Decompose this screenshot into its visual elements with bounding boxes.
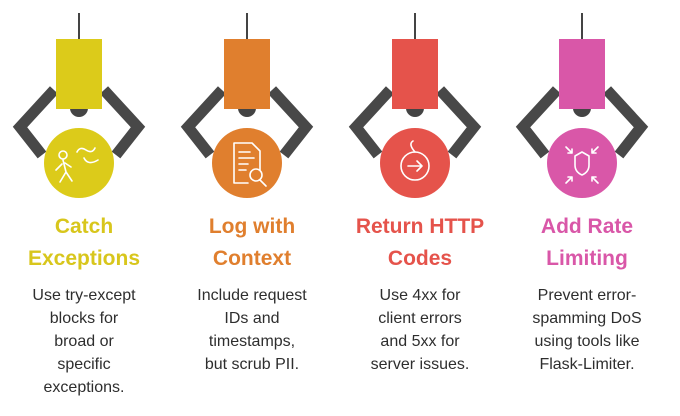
claw-right-arm — [267, 86, 314, 159]
step-description-line: broad or — [54, 333, 114, 350]
step-description-line: Include request — [197, 287, 307, 304]
step-description-line: server issues. — [370, 356, 470, 373]
claw-graphic — [180, 13, 314, 198]
claw-joint — [573, 108, 591, 117]
step-description-line: spamming DoS — [532, 310, 642, 327]
step-title-line: Context — [212, 247, 292, 270]
step-description-line: Flask-Limiter. — [539, 356, 635, 373]
step-description-line: but scrub PII. — [204, 356, 300, 373]
step-column-4: Add Rate Limiting Prevent error-spamming… — [503, 0, 671, 416]
claw-joint — [238, 108, 256, 117]
step-column-1: Catch Exceptions Use try-except blocks fo… — [0, 0, 168, 416]
icon-circle — [547, 128, 617, 198]
step-title: Catch Exceptions — [0, 211, 168, 275]
claw-body — [224, 39, 270, 109]
step-description: Prevent error-spamming DoS using tools li… — [503, 284, 671, 376]
claw-body — [392, 39, 438, 109]
step-description-line: blocks for — [49, 310, 119, 327]
claw-graphic — [348, 13, 482, 198]
step-description: Use 4xx for client errors and 5xx for serve… — [336, 284, 504, 376]
claw-joint — [70, 108, 88, 117]
step-description: Use try-except blocks for broad or specific… — [0, 284, 168, 399]
claw-right-arm — [602, 86, 649, 159]
step-title-line: Log with — [208, 215, 296, 238]
icon-circle — [44, 128, 114, 198]
step-title-line: Limiting — [546, 247, 628, 270]
step-title-line: Return HTTP — [355, 215, 485, 238]
claw-body — [56, 39, 102, 109]
claw-left-arm — [180, 86, 227, 159]
claw-graphic — [515, 13, 649, 198]
claw-left-arm — [515, 86, 562, 159]
step-description-line: Prevent error- — [537, 287, 637, 304]
step-column-3: Return HTTP Codes Use 4xx for client erro… — [336, 0, 504, 416]
shield-limit-icon — [565, 146, 599, 184]
step-description-line: client errors — [378, 310, 462, 327]
step-description-line: Use 4xx for — [379, 287, 461, 304]
step-description-line: timestamps, — [208, 333, 296, 350]
step-title: Add Rate Limiting — [503, 211, 671, 275]
step-title: Log with Context — [168, 211, 336, 275]
icon-circle — [380, 128, 450, 198]
claw-left-arm — [12, 86, 59, 159]
icon-circle — [212, 128, 282, 198]
step-description-line: IDs and — [224, 310, 280, 327]
step-title-line: Codes — [387, 247, 453, 270]
claw-right-arm — [435, 86, 482, 159]
return-arrow-icon — [400, 140, 430, 181]
step-description-line: Use try-except — [32, 287, 136, 304]
document-search-icon — [233, 142, 267, 187]
step-title: Return HTTP Codes — [336, 211, 504, 275]
step-description-line: and 5xx for — [380, 333, 460, 350]
step-description-line: specific — [57, 356, 111, 373]
step-title-line: Add Rate — [540, 215, 634, 238]
step-title-line: Exceptions — [27, 247, 141, 270]
claw-body — [559, 39, 605, 109]
claw-right-arm — [99, 86, 146, 159]
step-description-line: using tools like — [534, 333, 640, 350]
claw-graphic — [12, 13, 146, 198]
claw-joint — [406, 108, 424, 117]
person-escaping-icon — [55, 147, 99, 183]
step-title-line: Catch — [54, 215, 114, 238]
claw-left-arm — [348, 86, 395, 159]
step-description-line: exceptions. — [43, 379, 125, 396]
